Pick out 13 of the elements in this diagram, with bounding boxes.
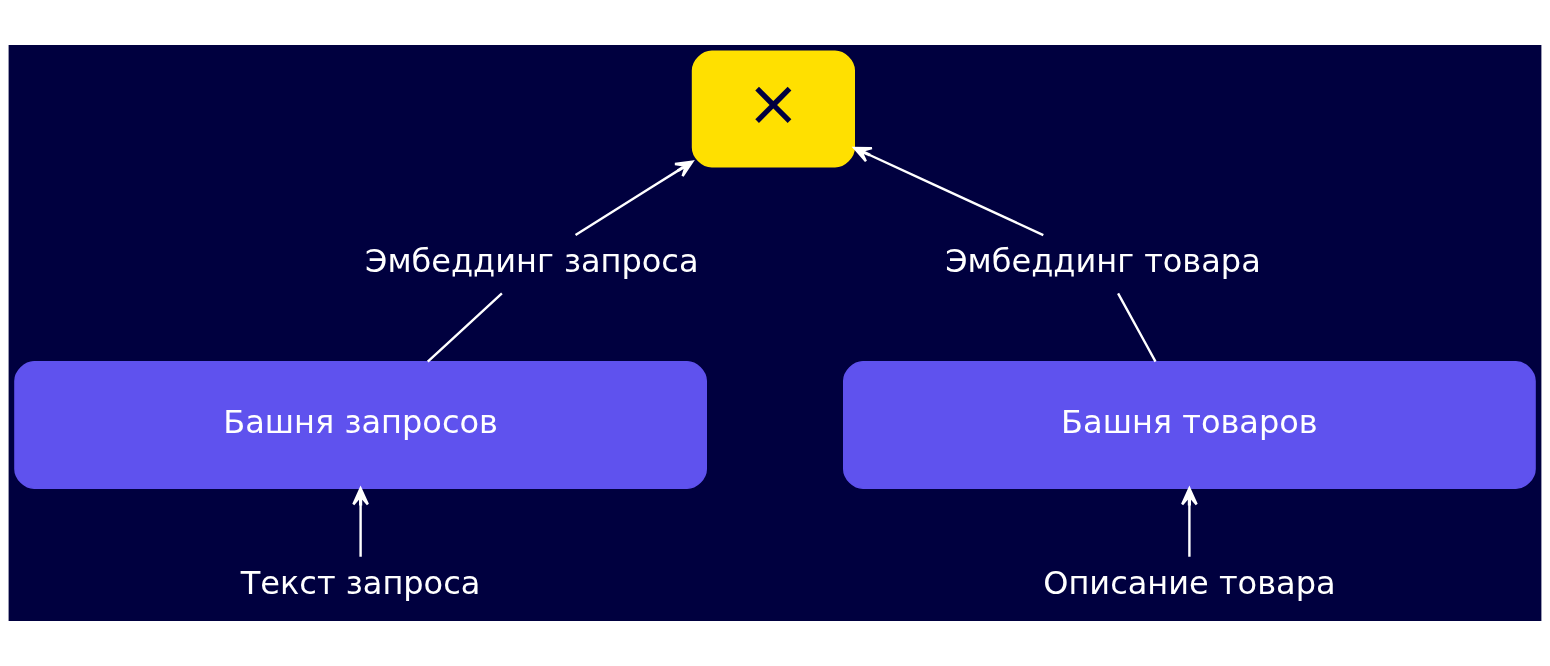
node-text: Описание товара [1043, 563, 1336, 602]
node-text: Эмбеддинг товара [945, 242, 1261, 281]
node-text: Эмбеддинг запроса [365, 242, 699, 281]
arrow [1181, 487, 1198, 557]
node-box: Башня товаров [843, 361, 1536, 489]
arrow [352, 487, 369, 557]
arrow [853, 146, 1044, 237]
node-box: × [691, 50, 855, 168]
connector [426, 292, 503, 363]
node-text: Текст запроса [240, 563, 481, 602]
arrow [574, 160, 694, 237]
node-box: Башня запросов [14, 361, 707, 489]
connector [1117, 292, 1157, 363]
